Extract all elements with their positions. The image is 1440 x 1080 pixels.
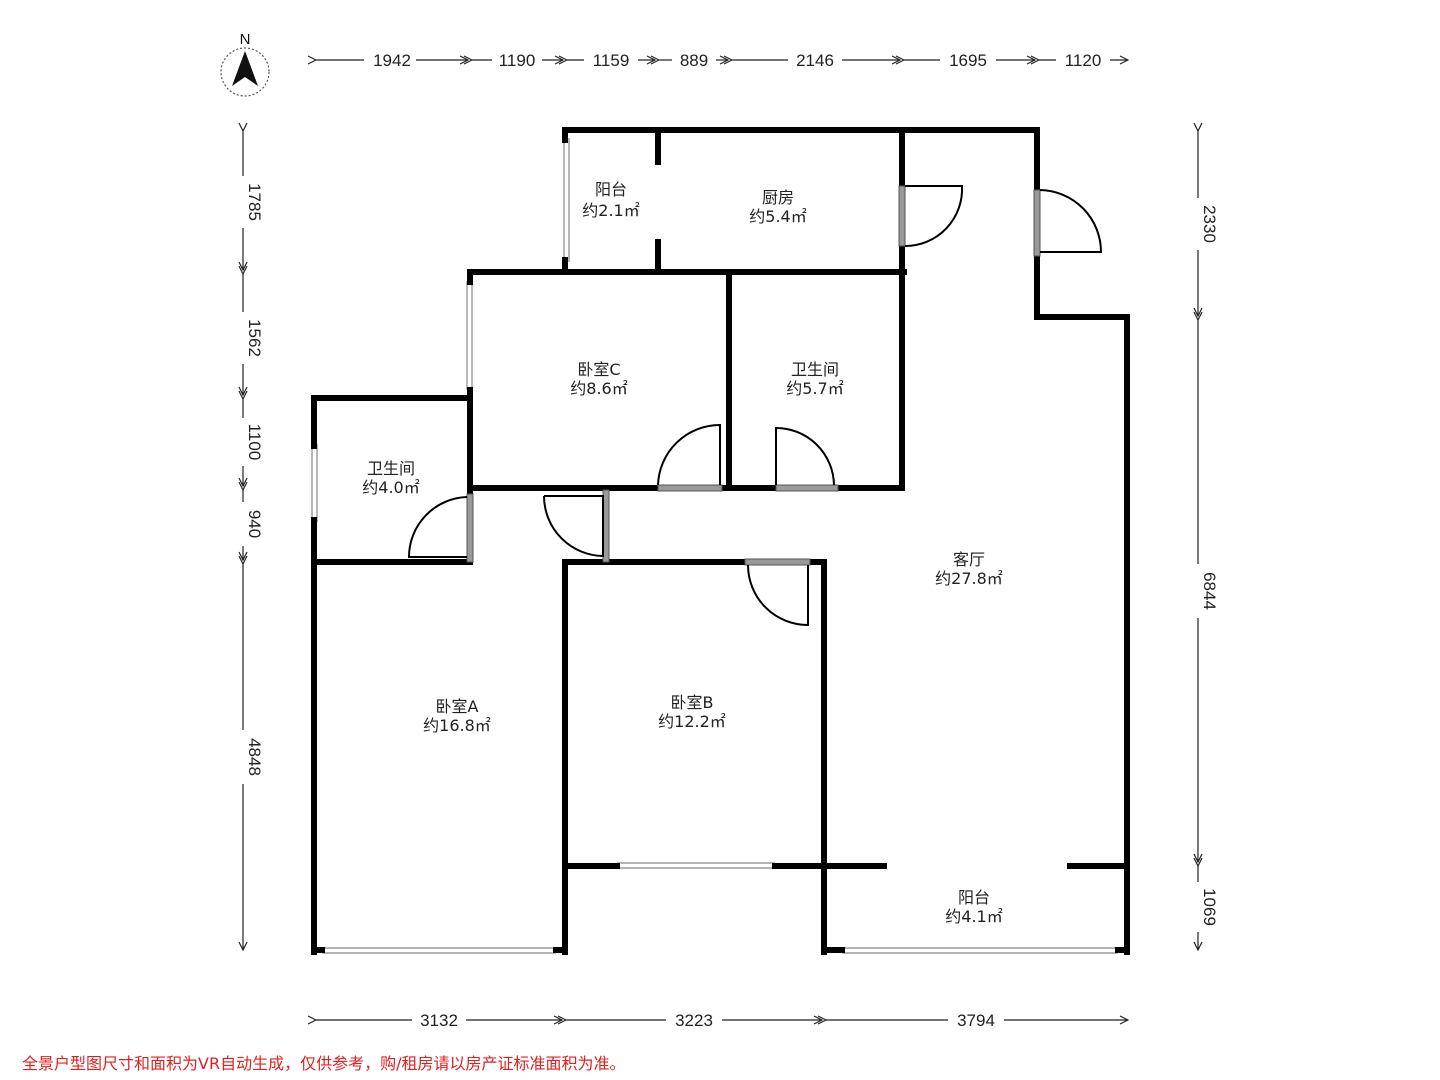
room-bedroom-b: 卧室B 约12.2㎡ [658,693,726,731]
door-bedroom-a [543,489,610,563]
door-entrance [1033,189,1103,257]
room-kitchen: 厨房 约5.4㎡ [749,188,806,226]
door-bathroom-small [407,493,474,563]
room-bedroom-c: 卧室C 约8.6㎡ [570,360,627,398]
room-area: 约2.1㎡ [582,201,639,220]
window-bathroom-small [311,444,318,522]
room-name: 卧室B [671,693,714,712]
dim-top-4: 889 [680,51,708,70]
room-balcony-south: 阳台 约4.1㎡ [945,888,1002,926]
dim-left-2: 1562 [245,319,264,357]
dim-right-2: 6844 [1200,572,1219,610]
room-area: 约16.8㎡ [423,716,491,735]
window-bedroom-b [617,862,775,869]
dim-right-1: 2330 [1200,205,1219,243]
walls [311,127,1130,955]
room-name: 卫生间 [367,459,415,478]
room-balcony-north: 阳台 约2.1㎡ [582,180,639,220]
dim-top-3: 1159 [593,51,630,70]
room-area: 约4.1㎡ [945,907,1002,926]
dim-top-1: 1942 [373,51,411,70]
room-area: 约27.8㎡ [935,569,1003,588]
dim-left-4: 940 [245,510,264,538]
room-name: 卧室C [577,360,620,379]
dim-right-3: 1069 [1200,888,1219,926]
dim-bottom-1: 3132 [420,1011,458,1030]
dim-bottom-3: 3794 [957,1011,995,1030]
door-kitchen [898,185,964,248]
room-bathroom-main: 卫生间 约5.7㎡ [786,360,843,398]
room-living-room: 客厅 约27.8㎡ [935,550,1003,588]
room-name: 卧室A [436,697,479,716]
door-bedroom-c [657,423,723,492]
room-name: 阳台 [595,180,627,199]
doors [407,185,1103,627]
room-area: 约5.7㎡ [786,379,843,398]
room-bathroom-small: 卫生间 约4.0㎡ [362,459,419,497]
dim-left-3: 1100 [245,424,264,461]
room-area: 约5.4㎡ [749,207,806,226]
room-area: 约4.0㎡ [362,478,419,497]
north-arrow-icon [232,51,258,86]
door-bathroom-main [775,426,839,492]
compass-label: N [240,31,251,48]
disclaimer-text: 全景户型图尺寸和面积为VR自动生成，仅供参考，购/租房请以房产证标准面积为准。 [22,1054,626,1073]
room-name: 阳台 [958,888,990,907]
dim-bottom-2: 3223 [675,1011,713,1030]
room-name: 卫生间 [791,360,839,379]
window-bedroom-a [322,947,556,954]
door-bedroom-b [744,558,811,627]
compass: N [220,31,270,97]
window-bedroom-c [466,281,473,390]
window-balcony-north [563,138,570,262]
dim-left-5: 4848 [245,738,264,776]
dim-top-2: 1190 [499,51,536,70]
room-area: 约12.2㎡ [658,712,726,731]
compass-ring [220,47,270,97]
dim-top-7: 1120 [1065,51,1102,70]
floor-plan: N 1942 1190 1159 889 2146 1695 1120 3132… [220,31,1219,1030]
window-balcony-south [842,947,1118,954]
dim-top-6: 1695 [949,51,987,70]
dim-top-5: 2146 [796,51,834,70]
windows [311,138,1118,954]
room-area: 约8.6㎡ [570,379,627,398]
dim-left-1: 1785 [245,183,264,221]
room-name: 客厅 [953,550,985,569]
room-bedroom-a: 卧室A 约16.8㎡ [423,697,491,735]
room-name: 厨房 [762,188,794,207]
